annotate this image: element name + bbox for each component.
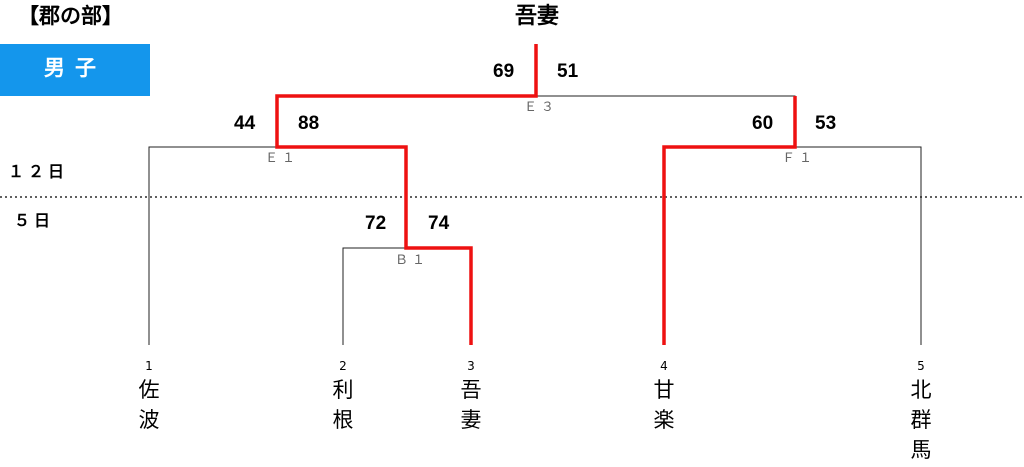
section-title: 【郡の部】 <box>18 4 123 28</box>
team-name: 吾妻 <box>460 378 482 432</box>
seed-number: 5 <box>917 359 925 373</box>
team-name: 利根 <box>332 378 354 432</box>
seed-number: 2 <box>339 359 347 373</box>
win-path-team-4 <box>662 96 797 345</box>
seed-number: 3 <box>467 359 475 373</box>
score-b1-left: 72 <box>365 213 387 234</box>
score-e1-left: 44 <box>234 113 256 134</box>
score-f1-left: 60 <box>752 113 774 134</box>
champion-name: 吾妻 <box>514 4 559 29</box>
match-label-e3: Ｅ３ <box>524 100 559 115</box>
day-label-lower: ５日 <box>14 211 55 230</box>
line-team-1 <box>148 146 277 345</box>
score-e1-right: 88 <box>298 113 320 134</box>
team-name: 北群馬 <box>910 378 932 462</box>
seed-number: 4 <box>660 359 668 373</box>
score-f1-right: 53 <box>815 113 837 134</box>
line-team-2 <box>342 247 406 345</box>
line-team-5 <box>795 146 922 345</box>
seed-number: 1 <box>145 359 153 373</box>
category-label: 男子 <box>44 56 106 80</box>
match-label-f1: Ｆ１ <box>782 151 817 166</box>
day-label-upper: １２日 <box>8 162 69 181</box>
score-e3-right: 51 <box>557 61 579 82</box>
score-e3-left: 69 <box>493 61 515 82</box>
match-label-e1: Ｅ１ <box>265 151 300 166</box>
team-name: 甘楽 <box>653 378 675 432</box>
team-name: 佐波 <box>138 378 160 432</box>
win-path-team-3 <box>275 44 538 345</box>
category-banner <box>0 44 150 96</box>
match-label-b1: Ｂ１ <box>395 253 430 268</box>
score-b1-right: 74 <box>428 213 450 234</box>
